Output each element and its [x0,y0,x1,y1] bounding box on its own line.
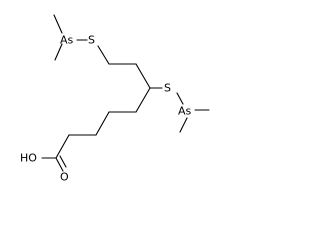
bond-s-c1 [97,45,110,65]
atom-hydroxyl: HO [20,152,37,165]
bond-methyl-top-b [54,43,63,61]
bond-c3-c4 [135,87,151,113]
structural-formula: As S S As HO O [20,14,210,184]
atom-carbonyl-oxygen: O [60,171,69,184]
bond-c2-c3 [135,63,151,89]
atom-arsenic-top: As [60,34,74,47]
bond-c7-c8 [55,134,70,159]
bond-c8-o-double-a [55,157,64,172]
atom-arsenic-mid: As [178,105,192,118]
bond-c5-c6 [95,111,110,136]
bond-c8-o-double-b [59,155,67,168]
bond-methyl-mid-b [179,117,188,133]
bond-s-as-mid [176,92,184,105]
bond-methyl-top-a [53,14,63,34]
atom-sulfur-top: S [88,34,95,47]
atom-sulfur-mid: S [164,82,171,95]
